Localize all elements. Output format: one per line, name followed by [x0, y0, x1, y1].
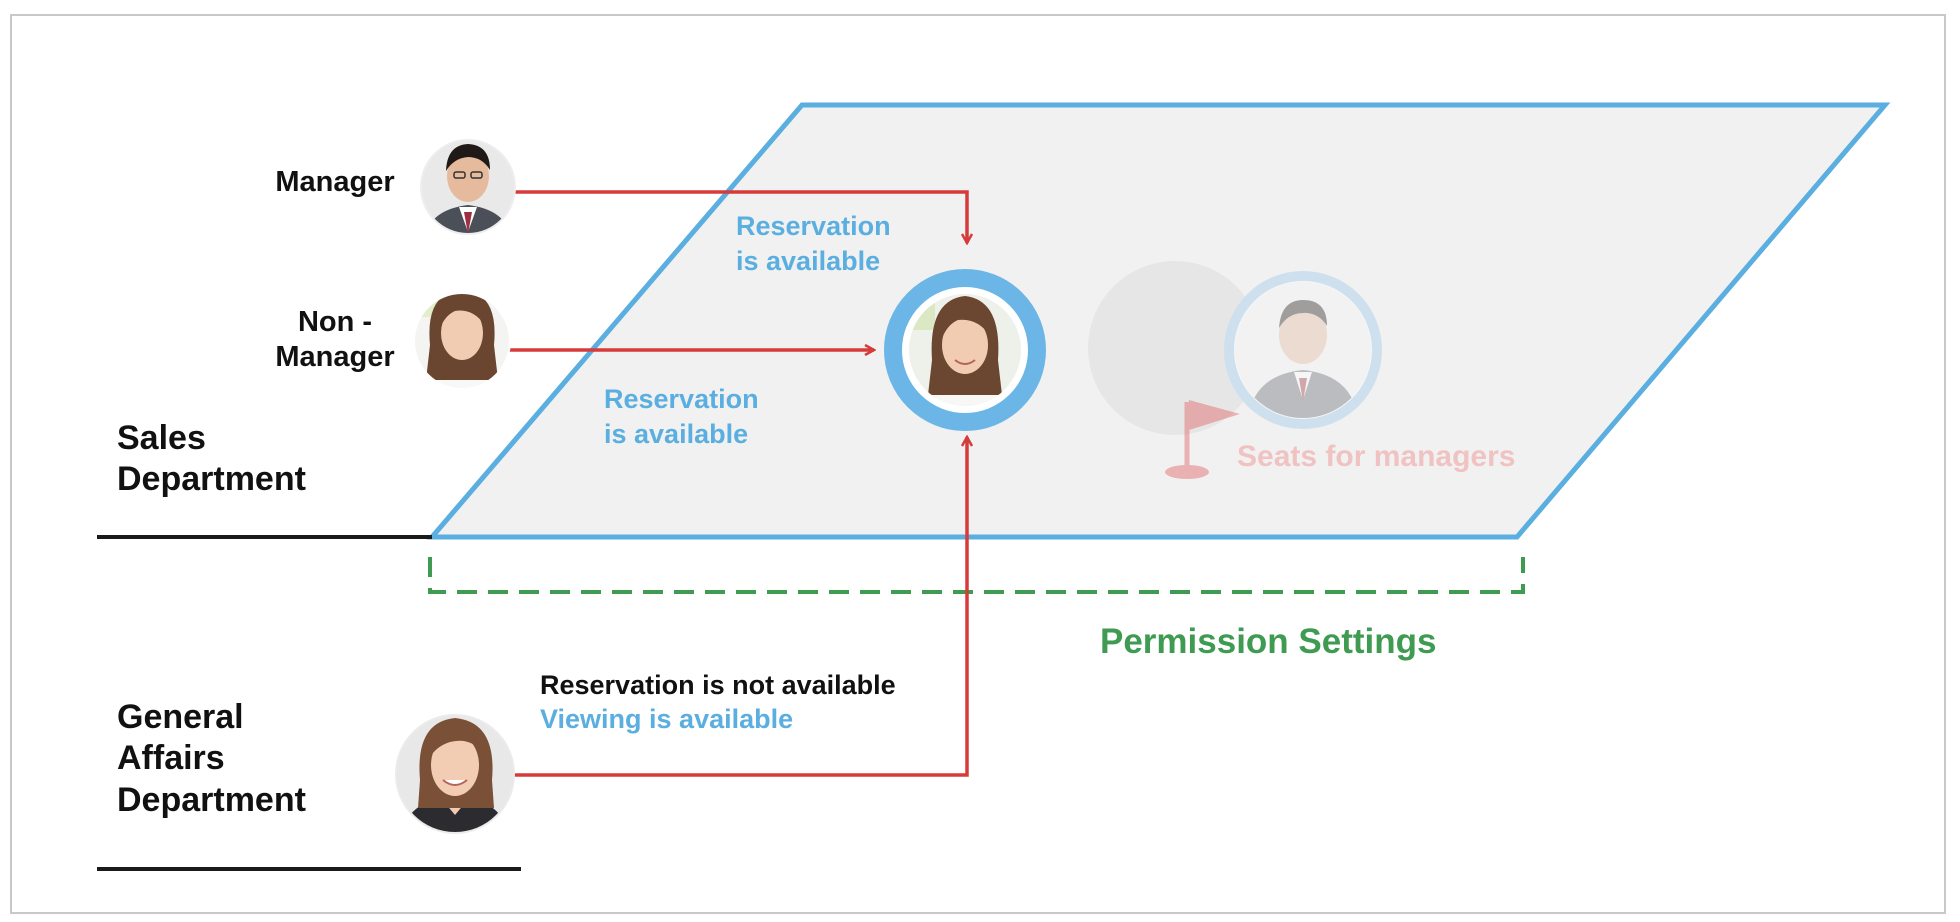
ga-reservation-not-available: Reservation is not available	[540, 670, 896, 700]
dept-sales-line2: Department	[117, 460, 306, 499]
nonmanager-res-line2: is available	[604, 419, 749, 450]
dept-sales-line1: Sales	[117, 419, 206, 457]
manager-seat	[1088, 261, 1382, 435]
manager-res-line2: is available	[736, 246, 881, 277]
dept-ga-line2: Affairs	[117, 739, 225, 778]
role-label-non-manager: Non - Manager	[240, 305, 430, 376]
selected-seat	[884, 269, 1046, 431]
manager-reservation-note: Reservation is available	[736, 209, 891, 279]
role-non-manager-line2: Manager	[275, 341, 395, 374]
permission-settings-label: Permission Settings	[1100, 622, 1437, 661]
flag-icon	[1165, 400, 1240, 479]
ga-avatar	[395, 714, 515, 834]
floor-area	[426, 102, 1891, 540]
manager-avatar	[420, 139, 516, 235]
manager-arrow	[514, 190, 967, 243]
permission-bracket	[428, 557, 1525, 594]
manager-res-line1: Reservation	[736, 211, 891, 241]
role-manager-text: Manager	[275, 166, 395, 198]
ga-viewing-available: Viewing is available	[540, 704, 794, 734]
nonmanager-reservation-note: Reservation is available	[604, 382, 759, 452]
non-manager-avatar	[413, 292, 511, 390]
role-label-manager: Manager	[240, 165, 430, 200]
seats-for-managers-label: Seats for managers	[1237, 440, 1516, 473]
dept-label-sales: Sales Department	[117, 418, 306, 501]
ga-arrow	[513, 437, 967, 777]
role-non-manager-line1: Non -	[297, 306, 373, 338]
dept-ga-line1: General	[117, 698, 244, 736]
dept-ga-line3: Department	[117, 780, 306, 819]
dept-label-general-affairs: General Affairs Department	[117, 697, 306, 821]
nonmanager-res-line1: Reservation	[604, 384, 759, 414]
